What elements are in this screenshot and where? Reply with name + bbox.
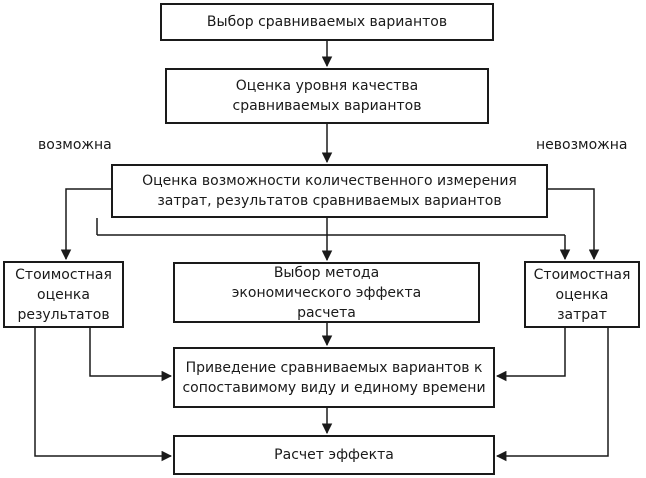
label-possible: возможна — [38, 137, 112, 153]
box-select-variants-text: Выбор сравниваемых вариантов — [206, 14, 448, 30]
box-cost-expenses-text: Стоимостная оценка затрат — [533, 266, 631, 323]
box-effect-calc-text: Расчет эффекта — [274, 447, 394, 463]
box-method-choice-text: Выбор метода экономического эффекта расч… — [231, 264, 422, 321]
box-cost-results-text: Стоимостная оценка результатов — [15, 266, 112, 323]
arrow-measurability-to-cost-expenses — [548, 188, 600, 261]
box-quality-assessment: Оценка уровня качества сравниваемых вари… — [165, 68, 489, 124]
box-quality-assessment-text: Оценка уровня качества сравниваемых вари… — [232, 78, 422, 114]
box-measurability-text: Оценка возможности количественного измер… — [142, 173, 517, 209]
box-cost-expenses: Стоимостная оценка затрат — [524, 261, 640, 328]
arrow-cost-results-to-comparable — [89, 328, 173, 382]
box-effect-calc: Расчет эффекта — [173, 435, 495, 475]
arrow-cost-expenses-to-comparable — [495, 328, 566, 382]
box-select-variants: Выбор сравниваемых вариантов — [160, 3, 494, 41]
box-measurability: Оценка возможности количественного измер… — [111, 164, 548, 218]
box-comparable-form: Приведение сравниваемых вариантов к сопо… — [173, 347, 495, 408]
box-cost-results: Стоимостная оценка результатов — [3, 261, 124, 328]
arrow-cost-results-to-effect — [34, 328, 173, 462]
box-comparable-form-text: Приведение сравниваемых вариантов к сопо… — [182, 359, 486, 396]
arrow-cost-expenses-to-effect — [495, 328, 609, 462]
label-impossible: невозможна — [536, 137, 628, 153]
box-method-choice: Выбор метода экономического эффекта расч… — [173, 262, 480, 323]
arrow-measurability-to-cost-results — [60, 188, 111, 261]
